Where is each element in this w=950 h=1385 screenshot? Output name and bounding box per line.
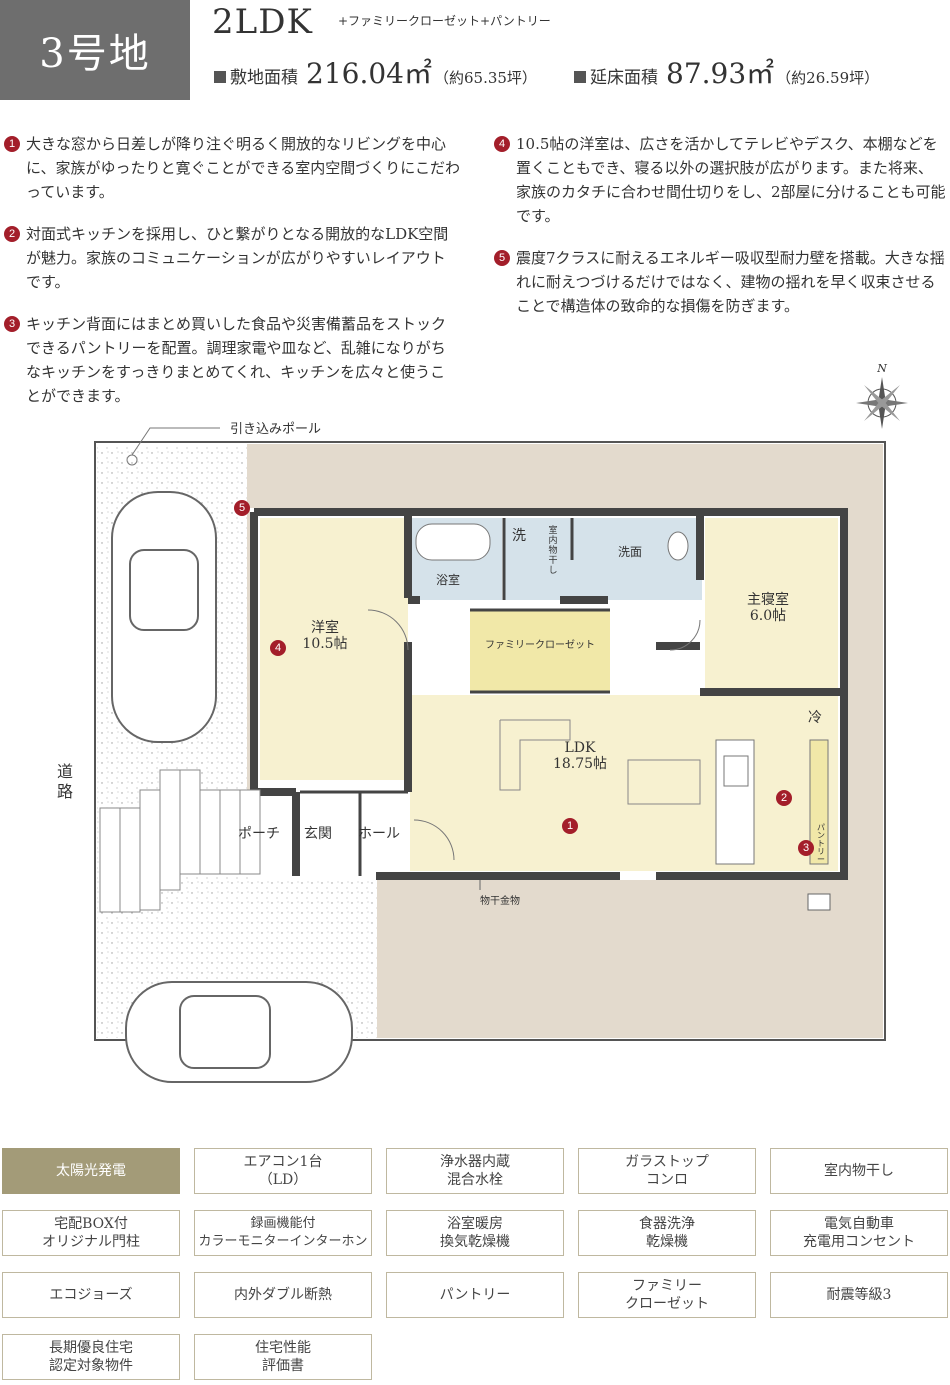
square-icon: [214, 71, 226, 83]
equip-item: 住宅性能 評価書: [194, 1334, 372, 1380]
bath-label: 浴室: [436, 573, 461, 587]
equip-item: 食器洗浄 乾燥機: [578, 1210, 756, 1256]
porch-label: ポーチ: [238, 826, 280, 842]
floor-plan-drawing: [94, 427, 886, 1083]
ldk-size: 18.75帖: [552, 756, 608, 772]
western-room-label: 洋室 10.5帖: [285, 620, 365, 652]
feature-2: 2 対面式キッチンを採用し、ひと繋がりとなる開放的なLDK空間が魅力。家族のコミ…: [4, 222, 460, 294]
feature-number-badge: 2: [4, 226, 20, 242]
feature-5: 5 震度7クラスに耐えるエネルギー吸収型耐力壁を搭載。大きな揺れに耐えつづけるだ…: [494, 246, 946, 318]
square-icon: [574, 71, 586, 83]
feature-text: 震度7クラスに耐えるエネルギー吸収型耐力壁を搭載。大きな揺れに耐えつづけるだけで…: [516, 249, 945, 315]
compass-rose: N: [852, 362, 912, 434]
equip-item: ファミリー クローゼット: [578, 1272, 756, 1318]
laundry-label: 室内物干し: [548, 526, 558, 576]
equip-item: 浄水器内蔵 混合水栓: [386, 1148, 564, 1194]
floor-area-line: 延床面積 87.93㎡ （約26.59坪）: [574, 52, 879, 92]
road-label: 道路: [56, 762, 73, 801]
floor-area-label: 延床面積: [590, 68, 658, 88]
feature-text: 対面式キッチンを採用し、ひと繋がりとなる開放的なLDK空間が魅力。家族のコミュニ…: [26, 225, 449, 291]
plan-extra: +ファミリークローゼット+パントリー: [338, 14, 551, 28]
feature-text: 大きな窓から日差しが降り注ぐ明るく開放的なリビングを中心に、家族がゆったりと寛ぐ…: [26, 135, 460, 201]
hall-label: ホール: [358, 826, 400, 842]
pin-1: 1: [562, 818, 578, 834]
ldk-name: LDK: [564, 740, 596, 756]
equip-item: パントリー: [386, 1272, 564, 1318]
equip-item: 電気自動車 充電用コンセント: [770, 1210, 948, 1256]
equip-item: 内外ダブル断熱: [194, 1272, 372, 1318]
master-room-label: 主寝室 6.0帖: [728, 592, 808, 624]
site-area-label: 敷地面積: [230, 68, 298, 88]
feature-text: キッチン背面にはまとめ買いした食品や災害備蓄品をストックできるパントリーを配置。…: [26, 315, 447, 405]
floor-area-value: 87.93㎡: [666, 57, 775, 90]
feature-number-badge: 5: [494, 250, 510, 266]
wash-label: 洗: [512, 528, 526, 544]
closet-label: ファミリークローゼット: [485, 640, 595, 651]
equip-item: 耐震等級3: [770, 1272, 948, 1318]
pole-label: 引き込みポール: [230, 422, 322, 437]
entrance-label: 玄関: [304, 826, 332, 842]
equip-item: 宅配BOX付 オリジナル門柱: [2, 1210, 180, 1256]
pantry-label: パントリー: [817, 823, 825, 864]
western-room-size: 10.5帖: [302, 636, 348, 652]
feature-number-badge: 3: [4, 316, 20, 332]
feature-4: 4 10.5帖の洋室は、広さを活かしてテレビやデスク、本棚などを置くこともでき、…: [494, 132, 946, 228]
compass-north-label: N: [877, 362, 887, 375]
feature-text: 10.5帖の洋室は、広さを活かしてテレビやデスク、本棚などを置くこともでき、寝る…: [516, 135, 946, 225]
equip-item: 録画機能付 カラーモニターインターホン: [194, 1210, 372, 1256]
feature-1: 1 大きな窓から日差しが降り注ぐ明るく開放的なリビングを中心に、家族がゆったりと…: [4, 132, 460, 204]
feature-number-badge: 4: [494, 136, 510, 152]
pin-2: 2: [776, 790, 792, 806]
equip-item: 浴室暖房 換気乾燥機: [386, 1210, 564, 1256]
dryer-label: 物干金物: [480, 896, 520, 907]
lot-number-badge: 3号地: [0, 0, 190, 100]
pin-5: 5: [234, 500, 250, 516]
feature-3: 3 キッチン背面にはまとめ買いした食品や災害備蓄品をストックできるパントリーを配…: [4, 312, 460, 408]
master-room-size: 6.0帖: [749, 608, 787, 624]
washroom-label: 洗面: [618, 545, 643, 559]
equip-item: 長期優良住宅 認定対象物件: [2, 1334, 180, 1380]
equip-item: 室内物干し: [770, 1148, 948, 1194]
pin-4: 4: [270, 640, 286, 656]
ldk-label: LDK 18.75帖: [540, 740, 620, 772]
fridge-label: 冷: [808, 710, 822, 726]
equip-item: 太陽光発電: [2, 1148, 180, 1194]
feature-number-badge: 1: [4, 136, 20, 152]
equip-item: ガラストップ コンロ: [578, 1148, 756, 1194]
equip-item: エアコン1台 （LD）: [194, 1148, 372, 1194]
plan-type: 2LDK: [212, 2, 313, 42]
compass-icon: [856, 377, 908, 429]
site-area-line: 敷地面積 216.04㎡ （約65.35坪）: [214, 52, 537, 92]
site-area-value: 216.04㎡: [306, 57, 432, 90]
master-room-name: 主寝室: [747, 592, 789, 608]
pin-3: 3: [798, 840, 814, 856]
equip-item: エコジョーズ: [2, 1272, 180, 1318]
western-room-name: 洋室: [311, 620, 339, 636]
site-area-tsubo: （約65.35坪）: [433, 69, 537, 87]
floor-area-tsubo: （約26.59坪）: [776, 69, 880, 87]
floor-plan: 引き込みポール 道路 洋室 10.5帖 主寝室 6.0帖 LDK 18.75帖 …: [57, 420, 950, 1140]
